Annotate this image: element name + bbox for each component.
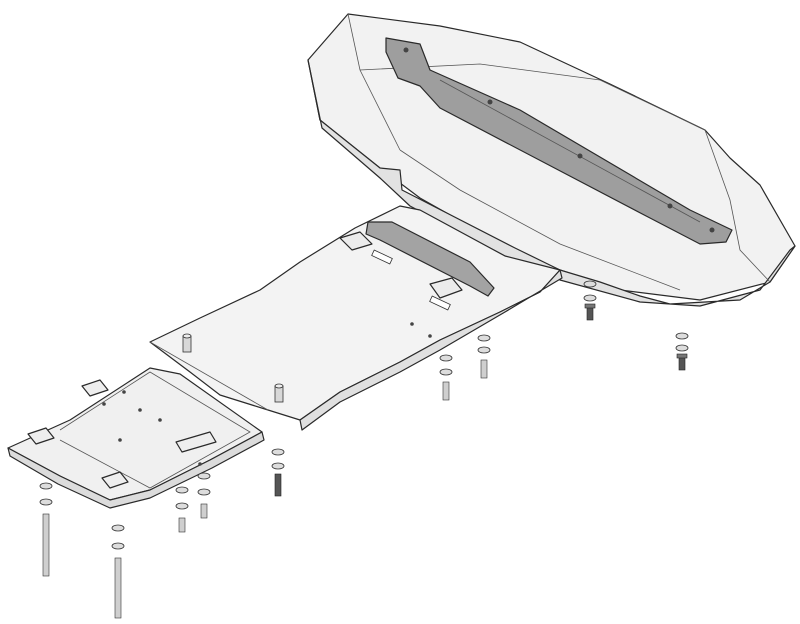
front-skid-tray (307, 13, 796, 307)
rear-plate-tab (81, 379, 109, 397)
bolt-group (197, 472, 211, 519)
bolt-group (439, 354, 453, 401)
slot-cutout (429, 295, 451, 311)
stud (274, 383, 284, 403)
bracket-hole (403, 47, 409, 53)
bracket-hole (709, 227, 715, 233)
middle-plate-side-face (299, 269, 563, 431)
rear-plate-tab (101, 471, 129, 489)
middle-bracket-tab (429, 277, 463, 299)
plate-hole (158, 418, 162, 422)
bolt-group (583, 280, 597, 321)
bolt-group (675, 332, 689, 371)
bolt-group (175, 486, 189, 533)
rear-plate-tab (27, 427, 55, 445)
long-bolt (111, 524, 125, 619)
hardware-set (39, 280, 689, 619)
bracket-hole (487, 99, 493, 105)
bracket-hole (577, 153, 583, 159)
slot-cutout (371, 249, 393, 265)
plate-hole (118, 438, 122, 442)
middle-bracket-tab (339, 231, 373, 251)
plate-hole (410, 322, 414, 326)
plate-hole (428, 334, 432, 338)
rear-plate-tab (175, 431, 217, 453)
bracket-hole (667, 203, 673, 209)
rear-plate-side-face (7, 431, 265, 509)
middle-skid-plate (149, 205, 563, 431)
long-bracket-edge (439, 79, 701, 223)
front-tray-crease-3 (704, 129, 771, 283)
long-bolt (39, 482, 53, 577)
rear-skid-plate (7, 367, 265, 509)
middle-plate-crease (149, 341, 269, 411)
bolt-group (271, 448, 285, 497)
plate-hole (138, 408, 142, 412)
middle-bracket (365, 221, 495, 297)
bolt-group (477, 334, 491, 379)
plate-hole (122, 390, 126, 394)
plate-hole (102, 402, 106, 406)
front-tray-crease-4 (399, 149, 681, 291)
stud (182, 333, 192, 353)
plate-hole (198, 462, 202, 466)
